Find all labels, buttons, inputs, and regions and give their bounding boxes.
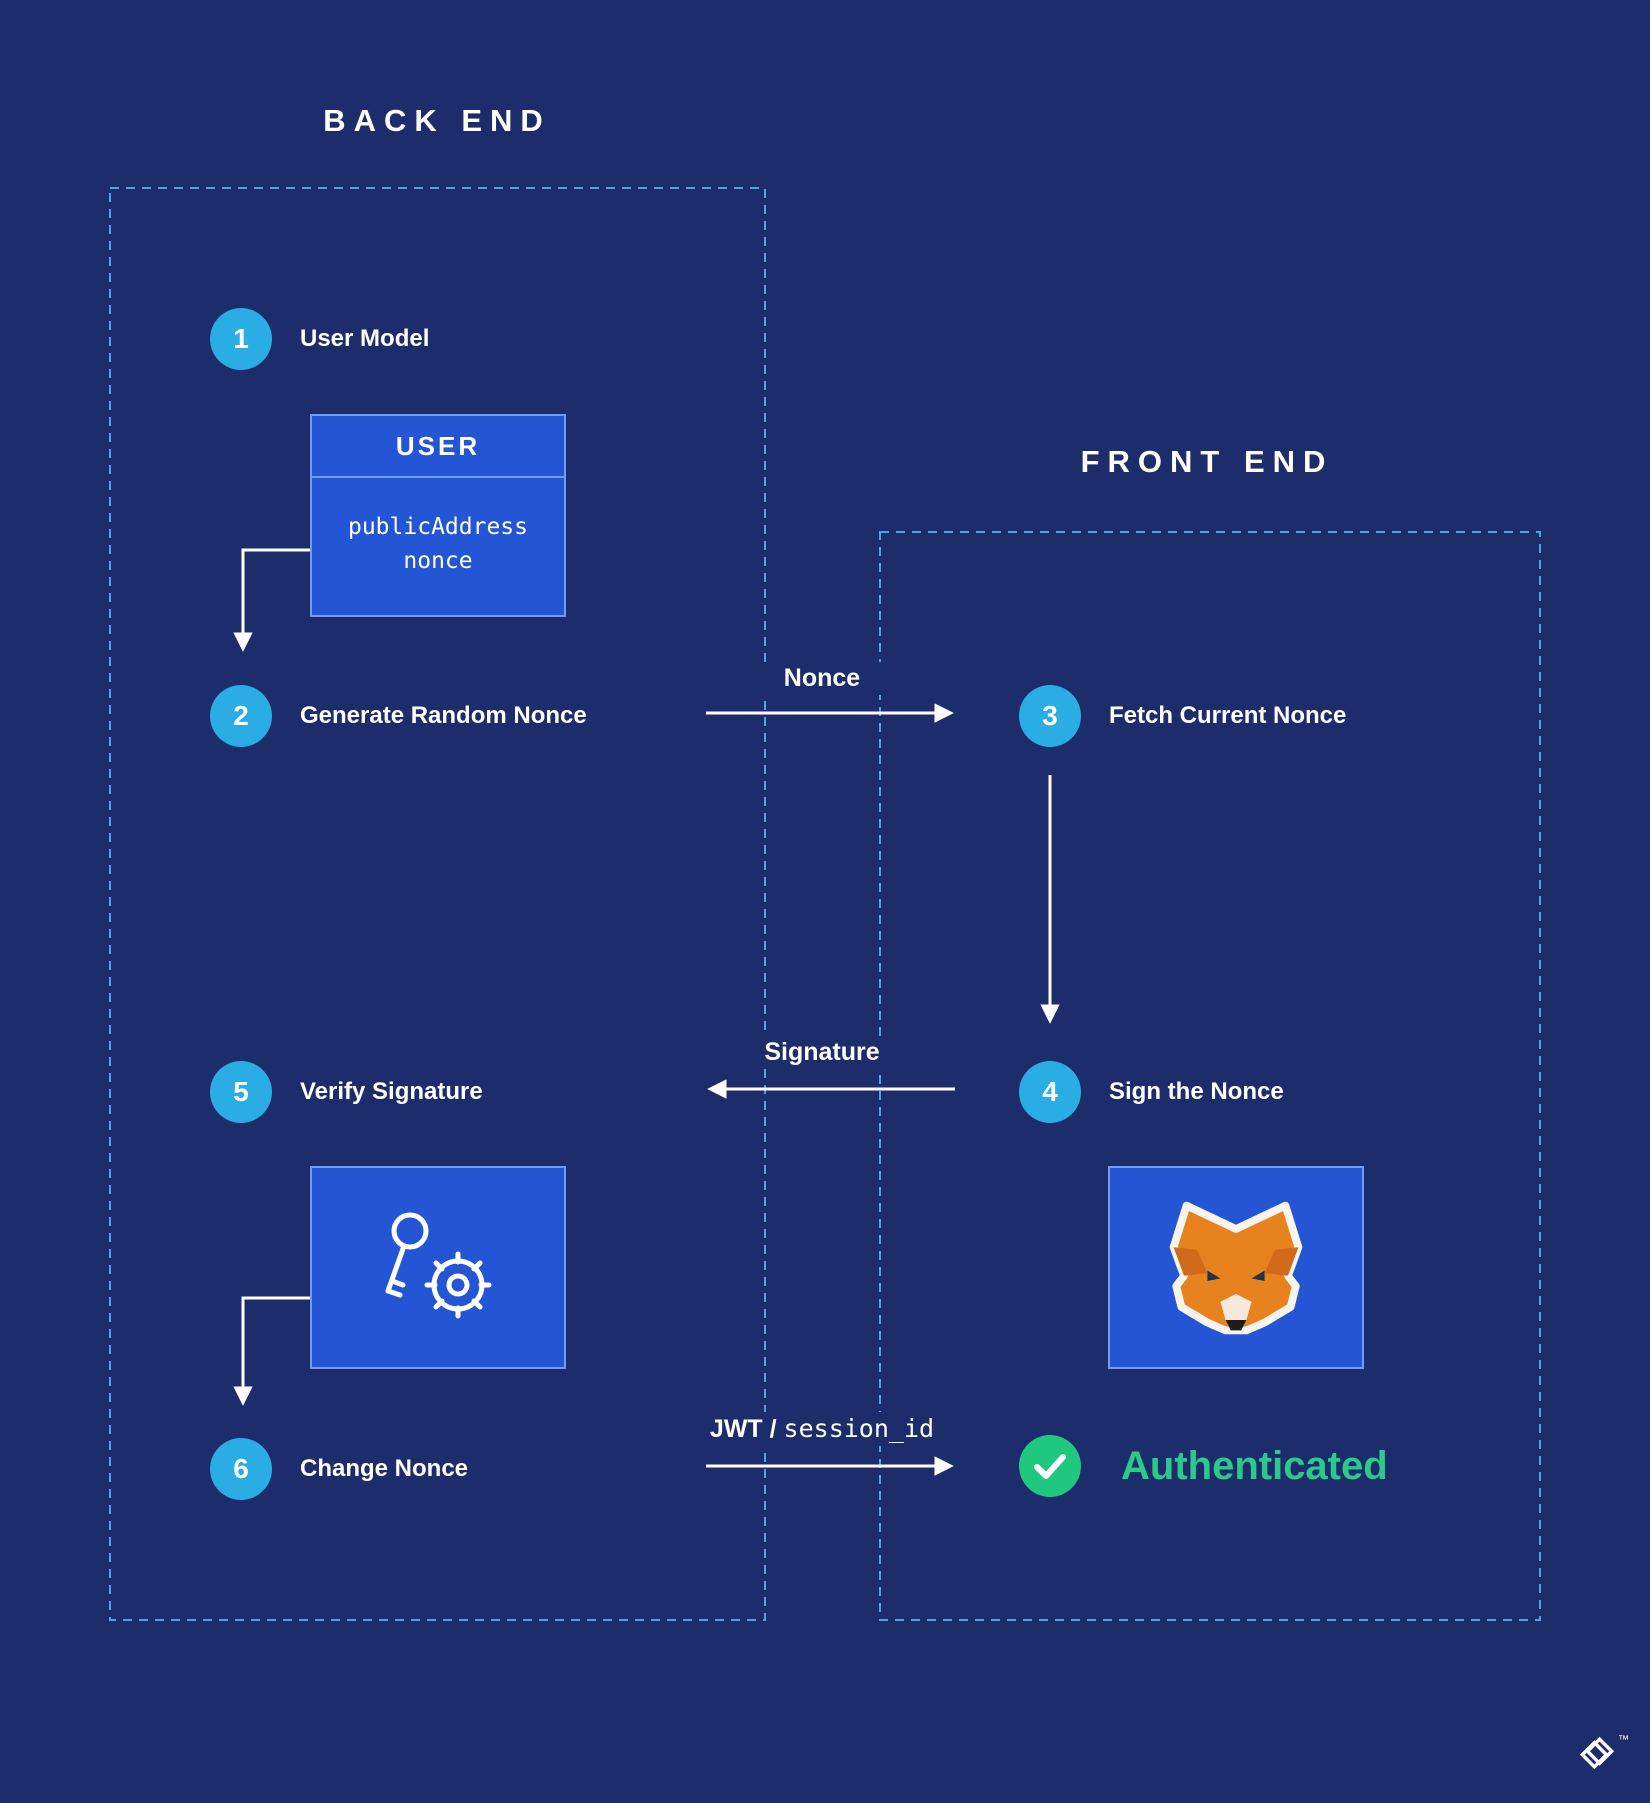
backend-region-border xyxy=(109,187,766,1621)
verify-to-step6-arrow xyxy=(233,1296,310,1406)
step-2-number: 2 xyxy=(233,700,249,731)
authenticated-label: Authenticated xyxy=(1121,1444,1388,1488)
checkmark-icon xyxy=(1034,1454,1066,1479)
user-table-fields: publicAddress nonce xyxy=(312,478,564,578)
user-table-field-nonce: nonce xyxy=(403,548,473,574)
step-4-label: Sign the Nonce xyxy=(1109,1078,1284,1105)
step-2-badge: 2 xyxy=(210,685,272,747)
step-3-badge: 3 xyxy=(1019,685,1081,747)
signature-arrow-label: Signature xyxy=(702,1036,942,1069)
frontend-title: FRONT END xyxy=(1080,444,1334,479)
jwt-label-prefix: JWT / xyxy=(709,1415,777,1443)
verify-signature-box xyxy=(310,1166,566,1369)
step-5-badge: 5 xyxy=(210,1061,272,1123)
step-3-number: 3 xyxy=(1042,700,1058,731)
step-3-label: Fetch Current Nonce xyxy=(1109,702,1347,729)
jwt-label-session-id: session_id xyxy=(783,1414,935,1443)
metamask-box xyxy=(1108,1166,1364,1369)
toptal-logo: ™ xyxy=(1578,1734,1629,1772)
user-table-field-publicaddress: publicAddress xyxy=(347,514,528,540)
backend-title: BACK END xyxy=(323,103,551,138)
step-1-label: User Model xyxy=(300,325,430,352)
toptal-logo-mark xyxy=(1579,1736,1615,1770)
step-1-badge: 1 xyxy=(210,308,272,370)
user-table: USER publicAddress nonce xyxy=(310,414,566,617)
authenticated-check-badge xyxy=(1019,1435,1081,1497)
jwt-arrow-label: JWT / session_id xyxy=(672,1412,972,1446)
key-and-gear-icon xyxy=(385,1212,492,1318)
metamask-fox-icon xyxy=(1169,1201,1303,1334)
step-6-number: 6 xyxy=(233,1453,249,1484)
step-2-label: Generate Random Nonce xyxy=(300,702,587,729)
step-4-badge: 4 xyxy=(1019,1061,1081,1123)
step-5-number: 5 xyxy=(233,1076,249,1107)
trademark-symbol: ™ xyxy=(1618,1734,1629,1746)
step-6-label: Change Nonce xyxy=(300,1455,469,1482)
step-5-label: Verify Signature xyxy=(300,1078,483,1105)
user-table-title: USER xyxy=(312,416,564,478)
step-1-number: 1 xyxy=(233,323,249,354)
step-6-badge: 6 xyxy=(210,1438,272,1500)
nonce-arrow-label: Nonce xyxy=(702,662,942,695)
user-model-to-step2-arrow xyxy=(233,548,310,652)
step-4-number: 4 xyxy=(1042,1076,1058,1107)
